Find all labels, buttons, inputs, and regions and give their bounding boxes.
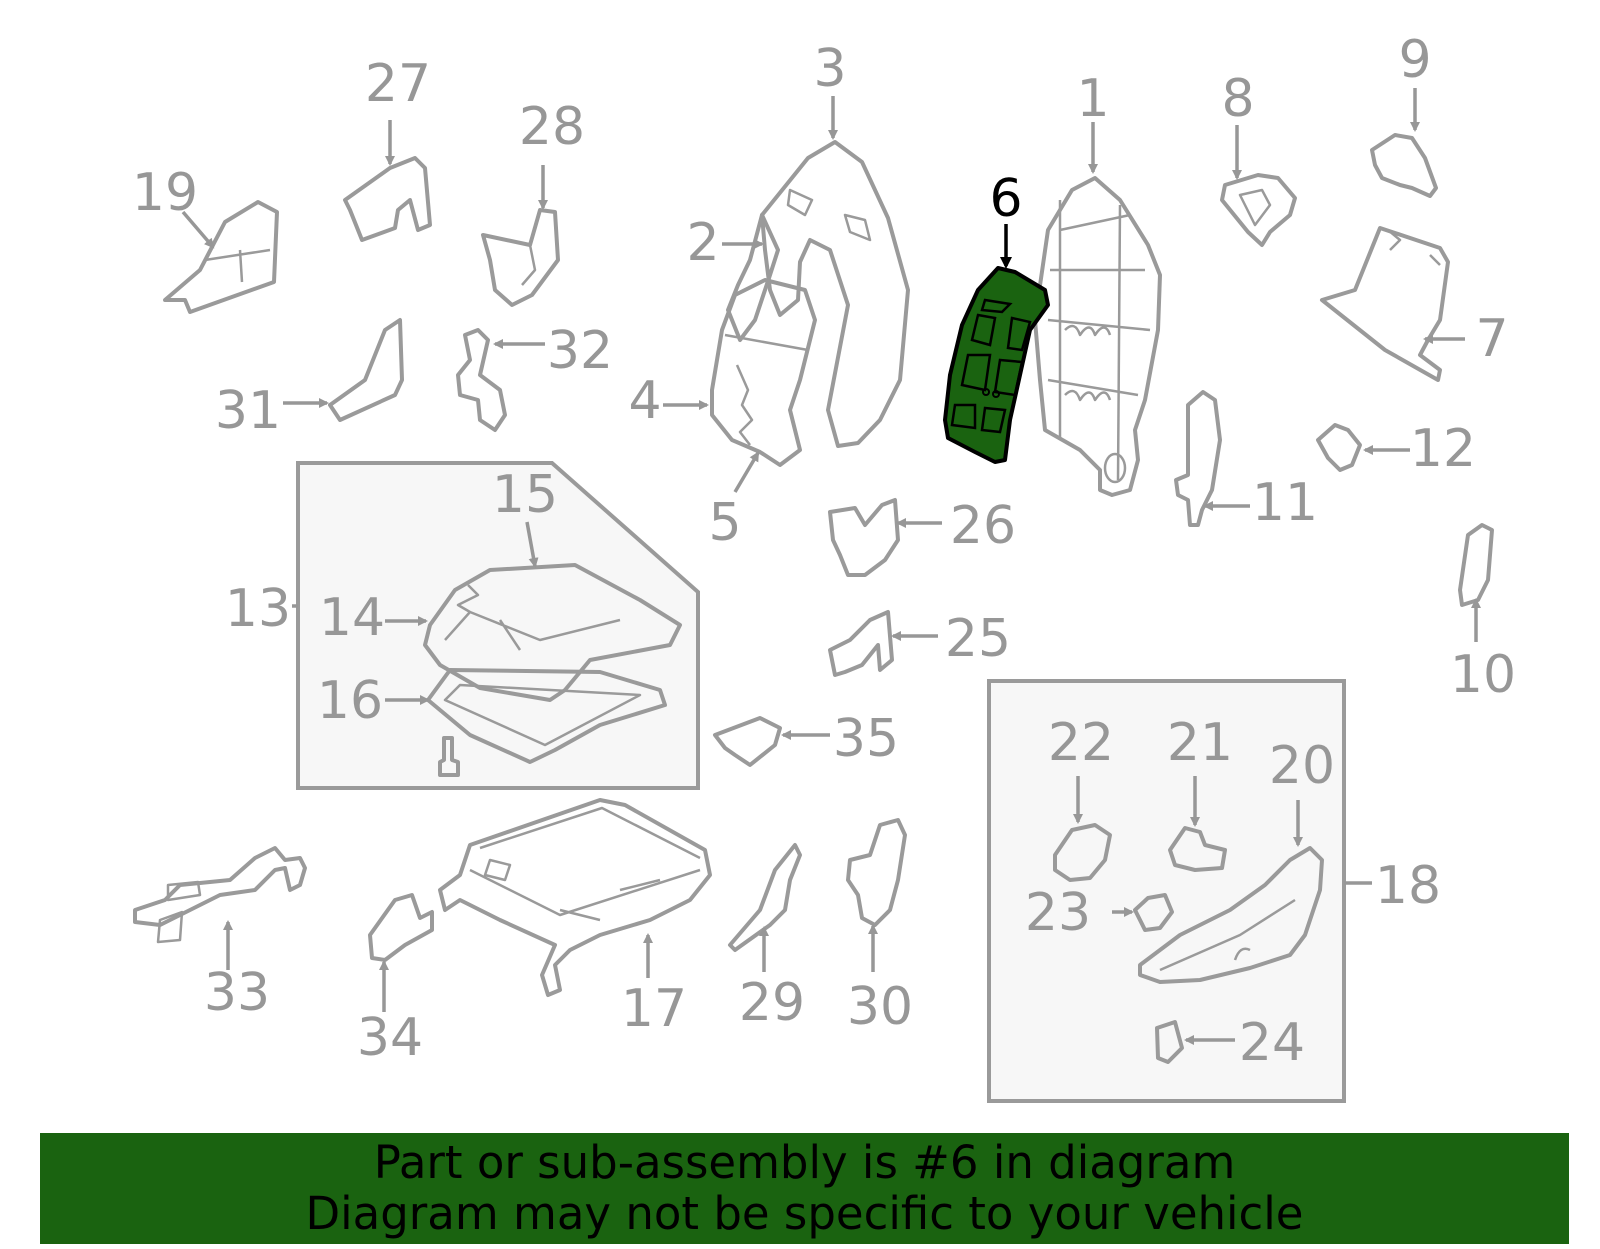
part-22-knob[interactable]	[1053, 823, 1112, 882]
part-13-bolt[interactable]	[438, 736, 460, 777]
part-12-clip[interactable]	[1316, 423, 1362, 472]
part-4-seatback-cushion[interactable]	[710, 278, 817, 467]
part-9-cap[interactable]	[1370, 133, 1438, 198]
part-34-bracket[interactable]	[368, 893, 434, 962]
callout-24[interactable]: 24	[1239, 1013, 1305, 1073]
part-32-bracket[interactable]	[456, 328, 507, 432]
callout-17[interactable]: 17	[621, 979, 687, 1039]
subassembly-box-13	[296, 461, 700, 790]
part-29-trim[interactable]	[728, 843, 802, 952]
callout-15[interactable]: 15	[492, 465, 558, 525]
part-24-clip[interactable]	[1155, 1020, 1184, 1064]
part-8-knob[interactable]	[1220, 173, 1297, 247]
part-7-panel[interactable]	[1320, 226, 1450, 382]
part-31-trim[interactable]	[328, 318, 404, 422]
callout-6[interactable]: 6	[989, 169, 1022, 229]
part-20-side-shield[interactable]	[1138, 846, 1324, 984]
part-23-knob[interactable]	[1133, 893, 1174, 932]
callout-4[interactable]: 4	[628, 371, 661, 431]
part-27-cover[interactable]	[343, 156, 432, 242]
part-2-seatback-pad[interactable]	[726, 213, 780, 342]
callout-26[interactable]: 26	[950, 496, 1016, 556]
callout-31[interactable]: 31	[215, 381, 281, 441]
part-30-bracket[interactable]	[846, 818, 907, 927]
part-26-bracket[interactable]	[828, 498, 900, 577]
callout-10[interactable]: 10	[1450, 645, 1516, 705]
callout-20[interactable]: 20	[1269, 736, 1335, 796]
callout-27[interactable]: 27	[365, 54, 431, 114]
banner-line-2: Diagram may not be specific to your vehi…	[305, 1187, 1304, 1240]
callout-30[interactable]: 30	[847, 977, 913, 1037]
callout-18[interactable]: 18	[1375, 856, 1441, 916]
callout-28[interactable]: 28	[519, 97, 585, 157]
callout-22[interactable]: 22	[1048, 713, 1114, 773]
part-33-harness[interactable]	[133, 846, 307, 944]
callout-5[interactable]: 5	[708, 493, 741, 553]
callout-23[interactable]: 23	[1025, 883, 1091, 943]
part-25-bracket[interactable]	[828, 610, 894, 677]
callout-1[interactable]: 1	[1076, 69, 1109, 129]
part-21-switch[interactable]	[1168, 826, 1227, 872]
callout-21[interactable]: 21	[1167, 713, 1233, 773]
callout-35[interactable]: 35	[833, 709, 899, 769]
callout-32[interactable]: 32	[547, 321, 613, 381]
callout-19[interactable]: 19	[132, 163, 198, 223]
part-6-seatback-panel[interactable]	[943, 266, 1050, 464]
callout-3[interactable]: 3	[813, 39, 846, 99]
callout-7[interactable]: 7	[1475, 309, 1508, 369]
part-3-seatback-frame[interactable]	[760, 140, 910, 448]
part-28-cover[interactable]	[481, 208, 560, 307]
part-14-seat-cushion[interactable]	[423, 563, 682, 702]
callout-12[interactable]: 12	[1410, 419, 1476, 479]
callout-9[interactable]: 9	[1398, 30, 1431, 90]
callout-29[interactable]: 29	[739, 973, 805, 1033]
callout-25[interactable]: 25	[945, 609, 1011, 669]
callout-14[interactable]: 14	[319, 588, 385, 648]
part-16-seat-pan[interactable]	[426, 668, 667, 764]
info-banner: Part or sub-assembly is #6 in diagram Di…	[40, 1133, 1569, 1244]
callout-34[interactable]: 34	[357, 1008, 423, 1068]
part-10-cover[interactable]	[1458, 523, 1494, 607]
part-1-seatback-frame[interactable]	[1033, 176, 1162, 497]
leader-lines	[181, 88, 1481, 1045]
callout-16[interactable]: 16	[317, 671, 383, 731]
part-19-bracket[interactable]	[163, 200, 279, 314]
callout-11[interactable]: 11	[1252, 473, 1318, 533]
part-35-cover[interactable]	[713, 716, 782, 767]
part-11-trim[interactable]	[1174, 390, 1222, 527]
banner-line-1: Part or sub-assembly is #6 in diagram	[373, 1136, 1236, 1189]
callout-33[interactable]: 33	[204, 963, 270, 1023]
subassembly-box-18	[987, 679, 1346, 1103]
callout-8[interactable]: 8	[1221, 69, 1254, 129]
callout-2[interactable]: 2	[686, 213, 719, 273]
callout-labels: 1 2 3 4 5 6 7 8 9 10 11 12 13 14 15 16 1…	[132, 30, 1516, 1073]
callout-13[interactable]: 13	[225, 579, 291, 639]
part-17-seat-frame[interactable]	[438, 798, 712, 997]
